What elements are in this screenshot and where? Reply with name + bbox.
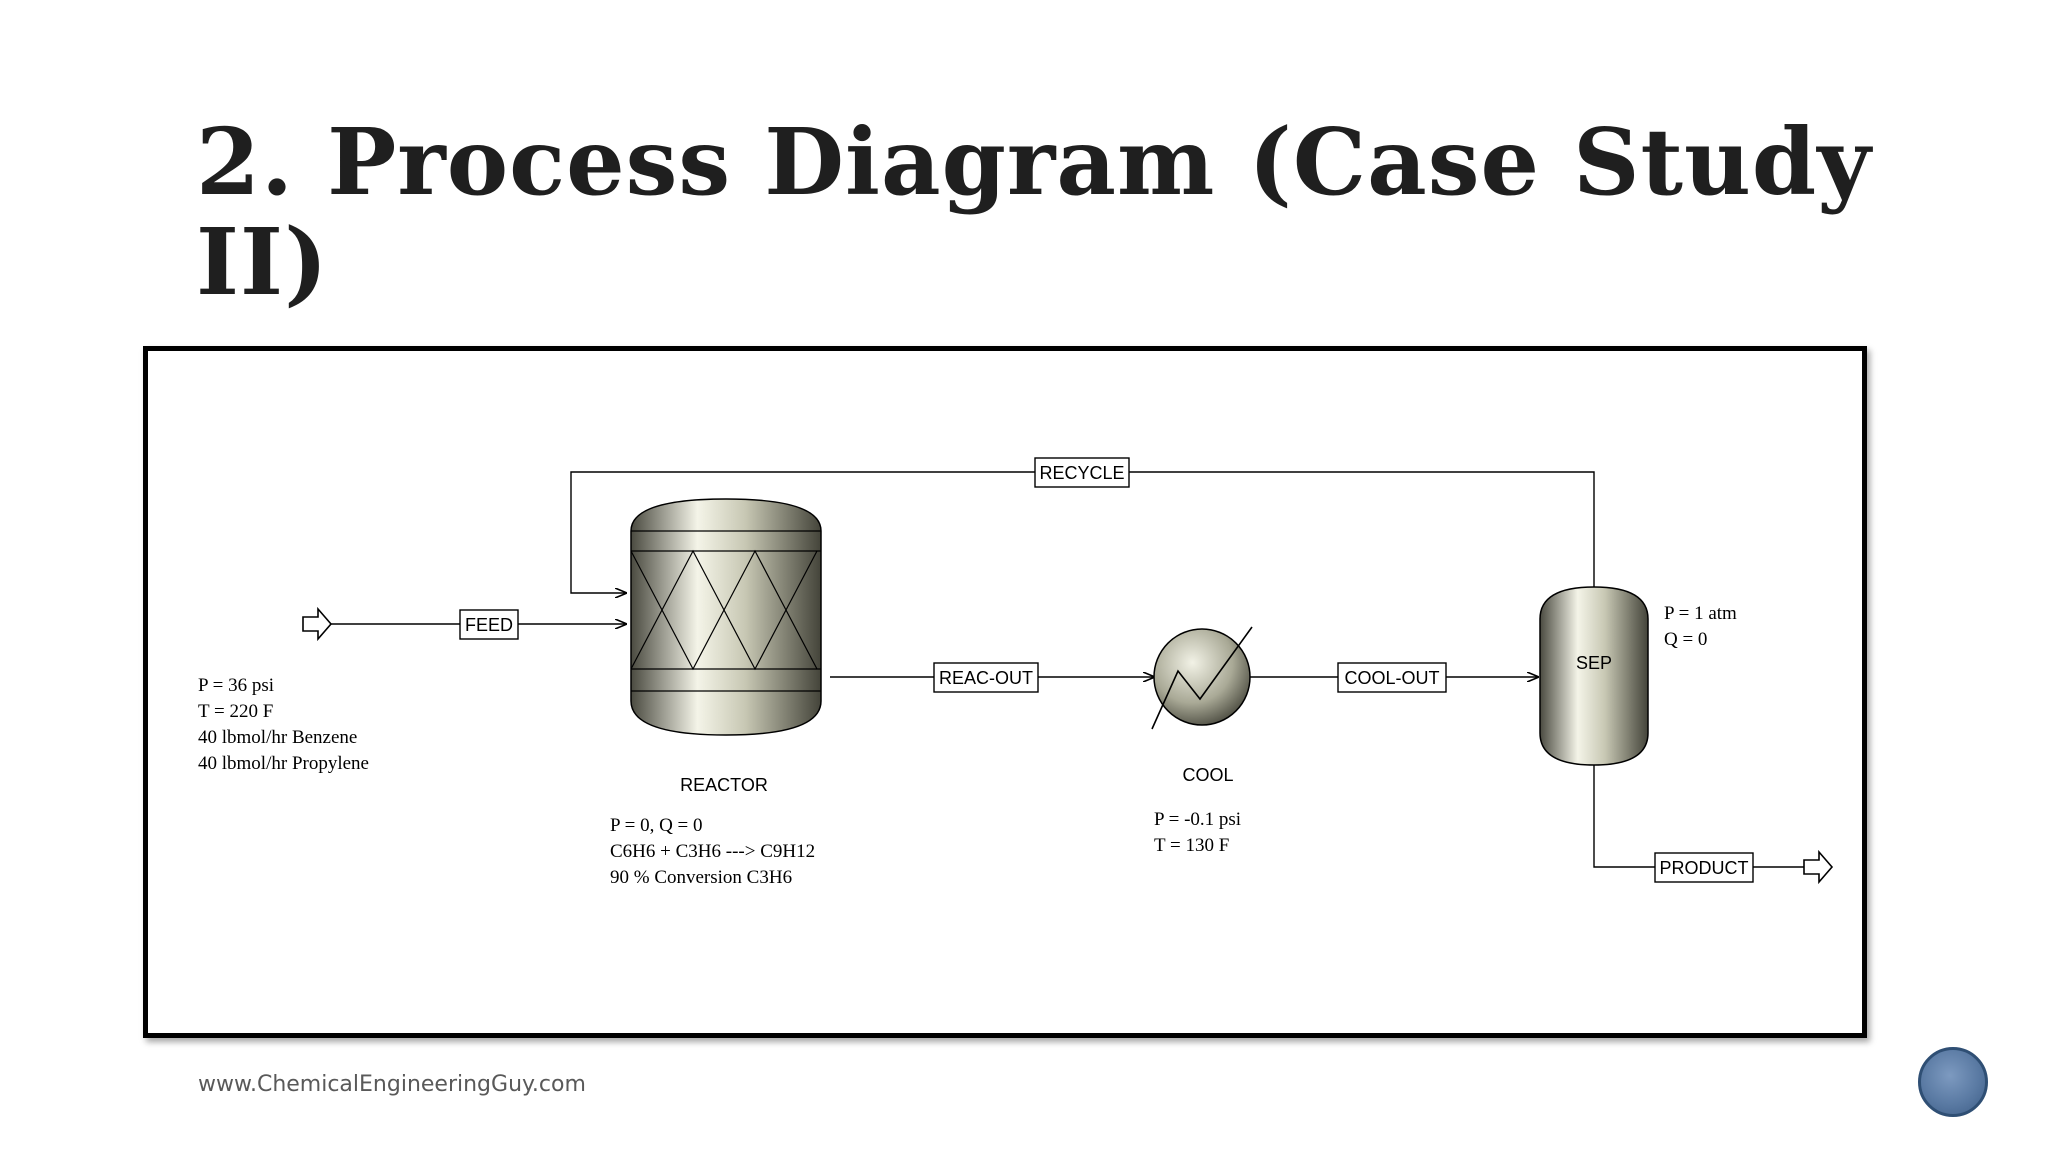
separator-vessel-icon xyxy=(1539,586,1649,766)
process-flow-diagram: RECYCLE FEED REAC-OUT COOL-OUT PRODUCT R… xyxy=(143,346,1867,1038)
svg-text:90 % Conversion C3H6: 90 % Conversion C3H6 xyxy=(610,867,792,888)
svg-text:RECYCLE: RECYCLE xyxy=(1039,463,1124,483)
product-outlet-arrow-icon xyxy=(1803,849,1834,885)
feed-inlet-arrow-icon xyxy=(302,606,333,642)
svg-text:COOL-OUT: COOL-OUT xyxy=(1344,668,1439,688)
product-stream-line xyxy=(1593,765,1804,868)
cool-conditions-note: P = -0.1 psi T = 130 F xyxy=(1154,809,1241,856)
stream-label-recycle[interactable]: RECYCLE xyxy=(1034,457,1130,488)
stream-label-reac-out[interactable]: REAC-OUT xyxy=(933,662,1039,693)
svg-text:T = 130 F: T = 130 F xyxy=(1154,835,1229,856)
block-label-reactor: REACTOR xyxy=(680,775,768,795)
reactor-vessel-icon xyxy=(630,498,822,736)
feed-conditions-note: P = 36 psi T = 220 F 40 lbmol/hr Benzene… xyxy=(198,675,369,774)
svg-text:P = 1 atm: P = 1 atm xyxy=(1664,603,1737,624)
slide-logo-badge-icon xyxy=(1918,1047,1988,1117)
stream-label-product[interactable]: PRODUCT xyxy=(1654,852,1754,883)
svg-text:T = 220 F: T = 220 F xyxy=(198,701,273,722)
block-label-sep: SEP xyxy=(1576,653,1612,673)
stream-label-cool-out[interactable]: COOL-OUT xyxy=(1337,662,1447,693)
svg-text:FEED: FEED xyxy=(465,615,513,635)
reactor-conditions-note: P = 0, Q = 0 C6H6 + C3H6 ---> C9H12 90 %… xyxy=(610,815,815,888)
svg-text:P = 36 psi: P = 36 psi xyxy=(198,675,274,696)
footer-website-url: www.ChemicalEngineeringGuy.com xyxy=(198,1072,586,1097)
svg-text:P = 0, Q = 0: P = 0, Q = 0 xyxy=(610,815,703,836)
svg-text:Q = 0: Q = 0 xyxy=(1664,629,1707,650)
svg-text:40 lbmol/hr Propylene: 40 lbmol/hr Propylene xyxy=(198,753,369,774)
block-label-cool: COOL xyxy=(1182,765,1233,785)
slide-title: 2. Process Diagram (Case Study II) xyxy=(196,108,1872,316)
svg-text:PRODUCT: PRODUCT xyxy=(1660,858,1749,878)
cooler-heat-exchanger-icon xyxy=(1151,626,1253,730)
svg-text:P = -0.1 psi: P = -0.1 psi xyxy=(1154,809,1241,830)
svg-text:C6H6 + C3H6 ---> C9H12: C6H6 + C3H6 ---> C9H12 xyxy=(610,841,815,862)
recycle-stream-line xyxy=(570,471,1595,593)
sep-conditions-note: P = 1 atm Q = 0 xyxy=(1664,603,1737,650)
svg-text:40 lbmol/hr Benzene: 40 lbmol/hr Benzene xyxy=(198,727,357,748)
stream-label-feed[interactable]: FEED xyxy=(459,609,519,640)
svg-text:REAC-OUT: REAC-OUT xyxy=(939,668,1033,688)
